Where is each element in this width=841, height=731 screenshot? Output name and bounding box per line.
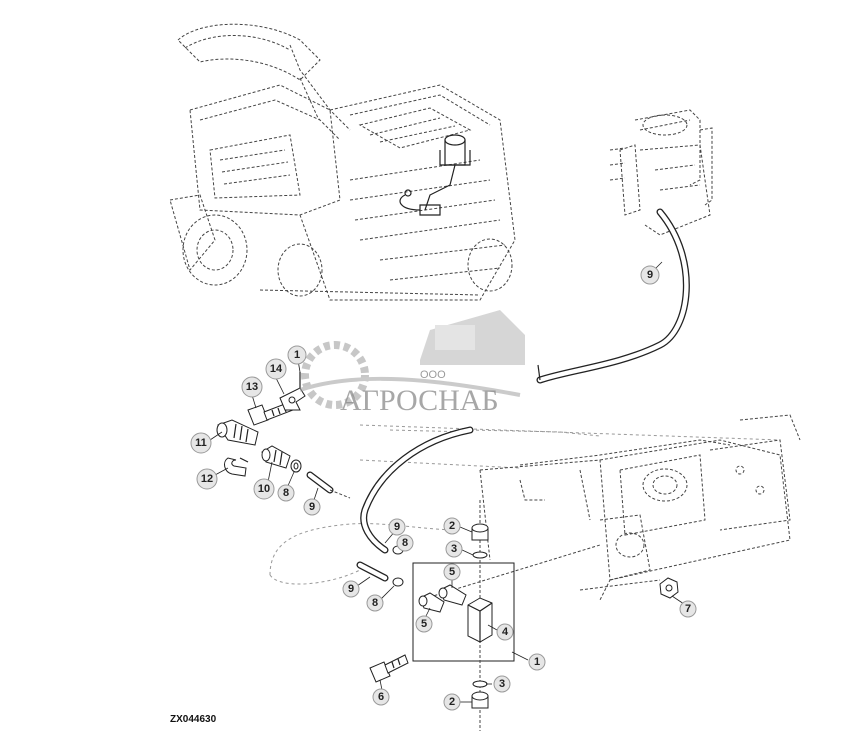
callout-10: 10 xyxy=(253,478,275,500)
svg-text:3: 3 xyxy=(499,678,505,690)
svg-text:12: 12 xyxy=(201,473,213,485)
hose-upper xyxy=(536,208,690,384)
valve-assembly-box xyxy=(412,500,601,731)
callout-4: 4 xyxy=(496,623,514,641)
part-4-valve-block xyxy=(467,597,493,643)
svg-text:11: 11 xyxy=(195,437,207,449)
callout-5: 5 xyxy=(415,615,433,633)
harvester-illustration xyxy=(169,23,516,301)
svg-text:9: 9 xyxy=(348,583,354,595)
callout-3: 3 xyxy=(493,675,511,693)
callout-2: 2 xyxy=(443,517,461,535)
callout-3: 3 xyxy=(445,540,463,558)
leader-lines xyxy=(209,261,685,703)
svg-text:5: 5 xyxy=(449,566,455,578)
callout-5: 5 xyxy=(443,563,461,581)
part-3-oring-top xyxy=(472,551,488,559)
svg-text:13: 13 xyxy=(246,381,258,393)
callout-1: 1 xyxy=(528,653,546,671)
callout-8: 8 xyxy=(277,484,295,502)
svg-text:9: 9 xyxy=(309,501,315,513)
callouts: 9 1 14 13 11 12 10 8 9 9 8 9 8 2 3 5 5 4… xyxy=(190,265,697,711)
svg-text:8: 8 xyxy=(372,597,378,609)
part-14-clip xyxy=(279,372,306,411)
callout-8: 8 xyxy=(396,534,414,552)
callout-11: 11 xyxy=(190,432,212,454)
svg-text:14: 14 xyxy=(270,363,283,375)
svg-text:10: 10 xyxy=(258,483,270,495)
callout-2: 2 xyxy=(443,693,461,711)
svg-text:9: 9 xyxy=(647,269,653,281)
part-5-fitting-a xyxy=(438,584,467,606)
figure-code: ZX044630 xyxy=(170,714,217,725)
upper-bracket-illustration xyxy=(609,109,713,236)
callout-9: 9 xyxy=(342,580,360,598)
svg-text:2: 2 xyxy=(449,696,455,708)
part-12-clamp xyxy=(224,457,249,477)
chassis-illustration xyxy=(269,414,801,601)
part-11-coupler xyxy=(216,419,259,446)
watermark-company-prefix: ООО xyxy=(420,369,446,381)
part-8-ring-a xyxy=(290,459,302,473)
callout-6: 6 xyxy=(372,688,390,706)
watermark: ООО АГРОСНАБ xyxy=(299,310,525,417)
part-5-fitting-b xyxy=(418,592,445,613)
svg-text:4: 4 xyxy=(502,626,509,638)
part-2-plug-top xyxy=(471,523,489,541)
svg-text:6: 6 xyxy=(378,691,384,703)
svg-text:8: 8 xyxy=(283,487,289,499)
hose-lower xyxy=(306,426,474,582)
callout-9: 9 xyxy=(303,498,321,516)
callout-13: 13 xyxy=(241,376,263,398)
callout-12: 12 xyxy=(196,468,218,490)
callout-14: 14 xyxy=(265,358,287,380)
callout-8: 8 xyxy=(366,594,384,612)
part-8-ring-c xyxy=(392,577,404,587)
svg-text:5: 5 xyxy=(421,618,427,630)
part-6-bolt xyxy=(369,654,409,683)
svg-text:2: 2 xyxy=(449,520,455,532)
watermark-company-name: АГРОСНАБ xyxy=(340,384,499,417)
gear-combine-logo-icon xyxy=(299,310,525,409)
part-3-oring-bottom xyxy=(472,680,488,688)
svg-text:1: 1 xyxy=(294,349,300,361)
callout-9: 9 xyxy=(388,518,406,536)
part-10-fitting xyxy=(261,445,291,469)
callout-9: 9 xyxy=(640,265,660,285)
svg-text:3: 3 xyxy=(451,543,457,555)
svg-text:7: 7 xyxy=(685,603,691,615)
callout-15: 1 xyxy=(287,345,307,365)
svg-text:1: 1 xyxy=(534,656,540,668)
part-7-nut xyxy=(659,577,679,599)
svg-text:9: 9 xyxy=(394,521,400,533)
part-2-plug-bottom xyxy=(471,691,489,709)
svg-text:8: 8 xyxy=(402,537,408,549)
hydraulic-tank-detail xyxy=(399,134,471,216)
callout-7: 7 xyxy=(679,600,697,618)
